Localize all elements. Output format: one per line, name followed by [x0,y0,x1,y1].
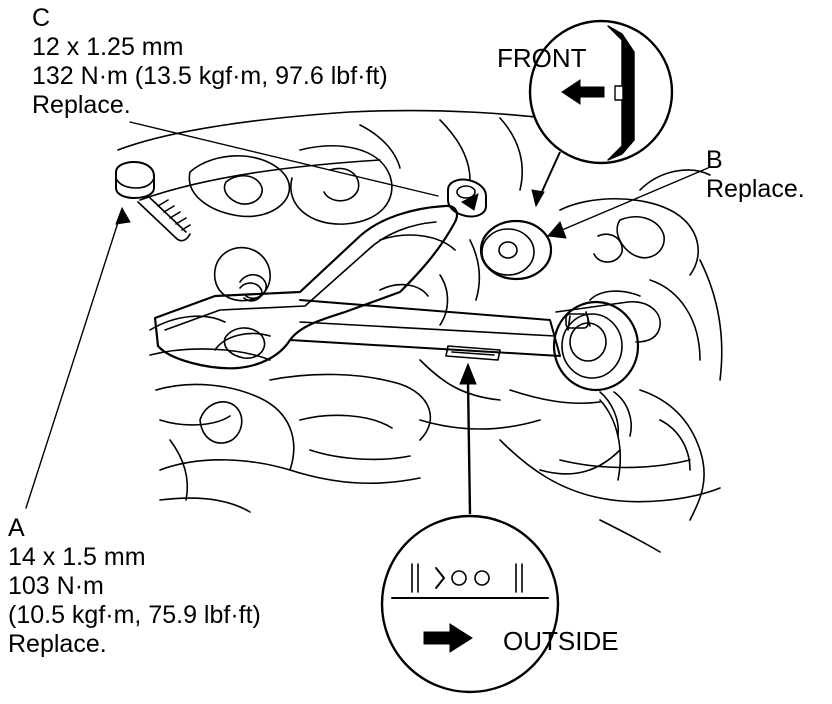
inset-pointer-outside [459,362,477,385]
callout-a: A 14 x 1.5 mm 103 N·m (10.5 kgf·m, 75.9 … [8,514,261,659]
outside-arrow [423,623,473,653]
outside-inset [380,514,560,694]
callout-c-letter: C [32,4,51,32]
callout-a-torque: 103 N·m [8,572,104,600]
arrows [115,79,605,653]
leader-lines [25,121,709,509]
callout-b-note: Replace. [706,175,805,203]
washer-b [479,219,553,281]
front-arrow [561,79,605,105]
nut-c [447,178,487,218]
leader-arrow-b [547,221,567,239]
callout-a-note: Replace. [8,630,107,658]
leader-arrow-a [115,206,131,225]
callout-c-torque: 132 N·m (13.5 kgf·m, 97.6 lbf·ft) [32,62,388,90]
bolt-a [115,161,191,242]
leader-arrow-c [461,193,479,211]
callout-c-note: Replace. [32,91,131,119]
callout-b-letter: B [706,146,723,174]
control-arm [153,204,661,370]
outside-label: OUTSIDE [503,626,619,656]
callout-a-letter: A [8,514,25,542]
callout-a-torque-alt: (10.5 kgf·m, 75.9 lbf·ft) [8,601,261,629]
background-structure [117,109,723,553]
callout-a-size: 14 x 1.5 mm [8,543,146,571]
callout-c: C 12 x 1.25 mm 132 N·m (13.5 kgf·m, 97.6… [32,4,388,120]
front-label: FRONT [497,43,587,73]
ball-joint [552,300,640,437]
callout-c-size: 12 x 1.25 mm [32,33,184,61]
callout-b: B Replace. [706,146,805,204]
